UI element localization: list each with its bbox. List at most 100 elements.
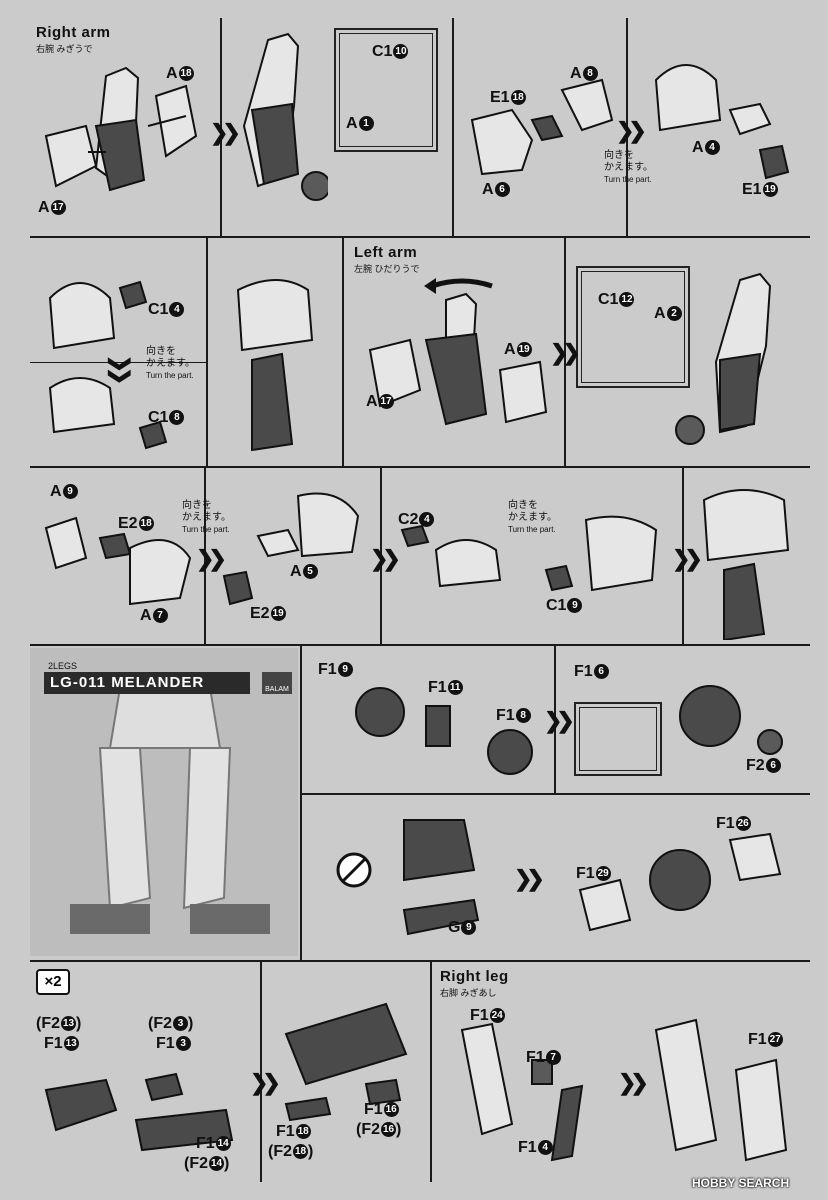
- section-title-right-leg: Right leg: [440, 968, 509, 985]
- row-divider: [30, 236, 810, 238]
- hip-assembly-diagram: [679, 685, 783, 755]
- col-divider: [220, 18, 222, 236]
- knee-joint-diagram: [336, 819, 480, 936]
- turn-part-note: 向きをかえます。Turn the part.: [508, 500, 557, 534]
- promo-series: 2LEGS: [48, 661, 78, 671]
- col-divider: [204, 468, 206, 644]
- section-title-left-arm: Left arm: [354, 244, 418, 261]
- knee-armor-diagram: [578, 832, 782, 932]
- step-divider: [30, 362, 206, 363]
- section-subtitle-right-arm: 右腕 みぎうで: [36, 44, 93, 54]
- col-divider: [342, 238, 344, 466]
- step-chevron-icon: ❯❯: [250, 1070, 281, 1095]
- hand-inset-frame: [334, 28, 438, 152]
- thigh-frame-parts-diagram: [44, 1072, 234, 1152]
- col-divider: [430, 962, 432, 1182]
- col-divider: [564, 238, 566, 466]
- row-divider: [30, 960, 810, 962]
- step-chevron-icon: ❯❯: [210, 120, 241, 145]
- model-preview-panel: [30, 648, 298, 956]
- hip-joint-diagram: [355, 687, 533, 775]
- step-chevron-icon: ❯❯: [616, 118, 647, 143]
- col-divider: [380, 468, 382, 644]
- row-divider: [30, 644, 810, 646]
- step-chevron-icon: ❯❯: [370, 546, 401, 571]
- step-chevron-down-icon: ❯❯: [108, 354, 134, 380]
- inset-frame: [574, 702, 662, 776]
- col-divider: [260, 962, 262, 1182]
- step-chevron-icon: ❯❯: [196, 546, 227, 571]
- col-divider: [626, 18, 628, 236]
- rotate-arrow-icon: [424, 278, 493, 294]
- step-chevron-icon: ❯❯: [618, 1070, 649, 1095]
- left-shoulder-step-diagram: [222, 492, 360, 606]
- col-divider: [682, 468, 684, 644]
- col-divider: [452, 18, 454, 236]
- row-divider: [302, 793, 810, 795]
- col-divider: [206, 238, 208, 466]
- mech-legs-illustration: [30, 648, 298, 956]
- left-arm-final-diagram: [702, 489, 790, 640]
- turn-part-note: 向きをかえます。Turn the part.: [146, 346, 195, 380]
- promo-model-name: LG-011 MELANDER: [44, 672, 250, 694]
- section-title-right-arm: Right arm: [36, 24, 111, 41]
- right-arm-assembly-diagram: [44, 66, 198, 192]
- shoulder-armor-diagram: [654, 64, 790, 180]
- turn-part-note: 向きをかえます。Turn the part.: [182, 500, 231, 534]
- right-arm-shoulder-diagram: [470, 78, 614, 176]
- section-subtitle-right-leg: 右脚 みぎあし: [440, 988, 497, 998]
- quantity-multiplier-badge: ×2: [36, 969, 70, 995]
- left-shoulder-diagram: [44, 516, 192, 606]
- watermark: HOBBY SEARCH: [692, 1176, 790, 1190]
- step-chevron-icon: ❯❯: [514, 866, 545, 891]
- row-divider: [30, 466, 810, 468]
- col-divider: [554, 646, 556, 794]
- promo-badge: BALAM: [262, 672, 292, 694]
- hand-inset-frame: [576, 266, 690, 388]
- step-chevron-icon: ❯❯: [672, 546, 703, 571]
- section-subtitle-left-arm: 左腕 ひだりうで: [354, 264, 420, 274]
- shoulder-attach-diagram: [236, 279, 314, 452]
- step-chevron-icon: ❯❯: [550, 340, 581, 365]
